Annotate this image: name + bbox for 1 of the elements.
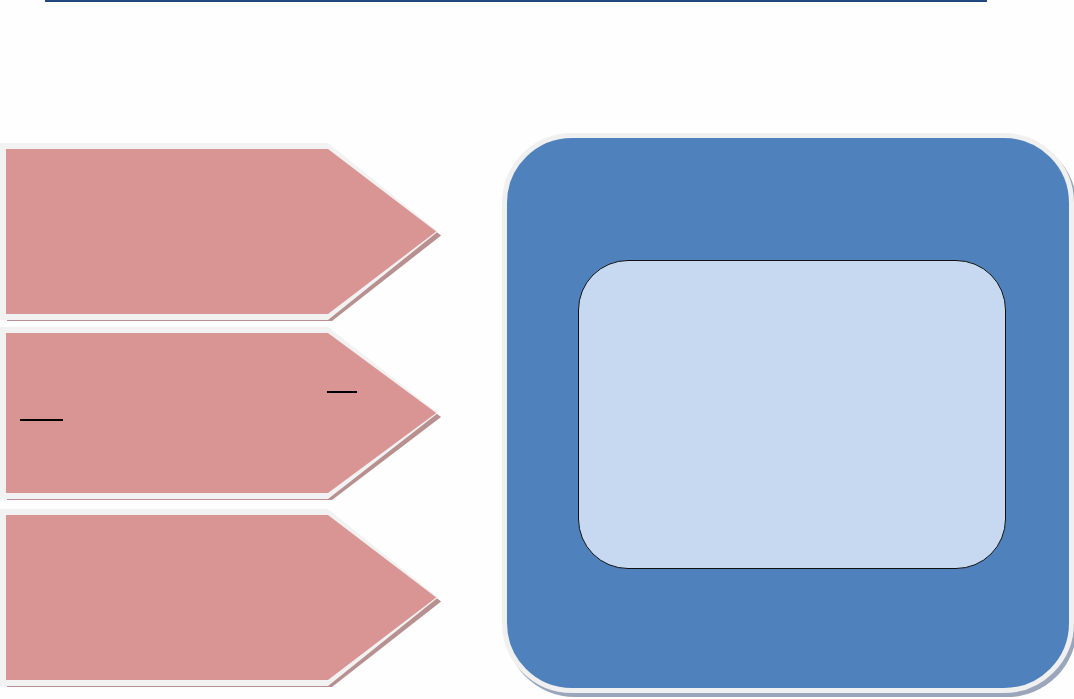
rounded-box: [578, 260, 1006, 569]
